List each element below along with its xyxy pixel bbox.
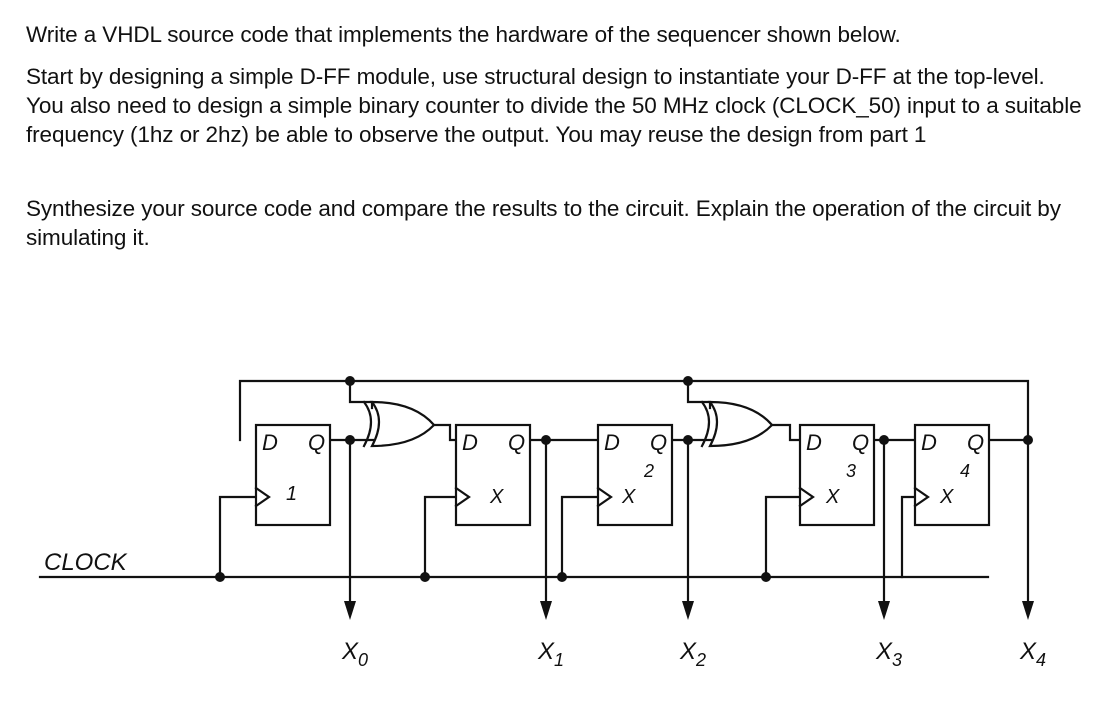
junction-dot: [345, 435, 355, 445]
ff5-box: [913, 423, 991, 527]
x1-arrow-icon: [540, 601, 552, 620]
junction-dot: [420, 572, 430, 582]
clock-label: CLOCK: [44, 549, 128, 576]
clk-branch-3: [560, 495, 600, 579]
ff1-box: [254, 423, 332, 527]
ff5-clock-triangle: [913, 486, 930, 508]
x3-arrow-icon: [878, 601, 890, 620]
ff4-q-label: Q: [852, 430, 869, 455]
ff2-q-label: Q: [508, 430, 525, 455]
clk-branch-4: [764, 495, 802, 579]
ff4-name-label: X: [825, 486, 840, 508]
ff5-d-label: D: [921, 430, 937, 455]
ff3-d-label: D: [604, 430, 620, 455]
ff3-q-label: Q: [650, 430, 667, 455]
ff5-sup-label: 4: [960, 461, 970, 481]
junction-dot: [215, 572, 225, 582]
ff5-name-label: X: [939, 486, 954, 508]
clk-branch-1: [218, 495, 258, 579]
ff3-box: [596, 423, 674, 527]
xor-gate-2: [700, 400, 774, 448]
output-label-x0: X0: [341, 638, 368, 670]
junction-dot: [879, 435, 889, 445]
clk-branch-2: [423, 495, 458, 579]
junction-dot: [557, 572, 567, 582]
output-label-x3: X3: [875, 638, 902, 670]
instruction-paragraph-synthesize: Synthesize your source code and compare …: [26, 196, 1061, 250]
junction-dots: [215, 376, 1033, 582]
ff4-box: [798, 423, 876, 527]
ff3-clock-triangle: [596, 486, 613, 508]
junction-dot: [683, 376, 693, 386]
ff1-d-label: D: [262, 430, 278, 455]
ff2-clock-triangle: [454, 486, 471, 508]
xor1-top-input-wire: [348, 379, 374, 410]
junction-dot: [541, 435, 551, 445]
xor2-out-wire: [770, 423, 802, 442]
ff2-name-label: X: [489, 486, 504, 508]
ff1-clock-triangle: [254, 486, 271, 508]
x4-arrow-icon: [1022, 601, 1034, 620]
junction-dot: [683, 435, 693, 445]
xor-gate-1: [362, 400, 436, 448]
ff2-box: [454, 423, 532, 527]
xor2-top-input-wire: [686, 379, 712, 410]
xor1-out-wire: [432, 423, 458, 442]
ff5-q-label: Q: [967, 430, 984, 455]
instruction-paragraph-design: Start by designing a simple D-FF module,…: [26, 64, 1082, 147]
clk-branch-5: [900, 495, 917, 579]
ff2-d-label: D: [462, 430, 478, 455]
x0-arrow-icon: [344, 601, 356, 620]
ff3-name-label: X: [621, 486, 636, 508]
output-label-x2: X2: [679, 638, 706, 670]
junction-dot: [1023, 435, 1033, 445]
ff4-clock-triangle: [798, 486, 815, 508]
instruction-line-1: Write a VHDL source code that implements…: [26, 22, 901, 47]
junction-dot: [761, 572, 771, 582]
ff3-sup-label: 2: [643, 461, 654, 481]
ff4-d-label: D: [806, 430, 822, 455]
ff1-name-label: 1: [286, 483, 297, 505]
ff1-q-label: Q: [308, 430, 325, 455]
x2-arrow-icon: [682, 601, 694, 620]
junction-dot: [345, 376, 355, 386]
ff4-sup-label: 3: [846, 461, 856, 481]
output-label-x1: X1: [537, 638, 564, 670]
feedback-wire: [238, 379, 1030, 442]
output-label-x4: X4: [1019, 638, 1046, 670]
